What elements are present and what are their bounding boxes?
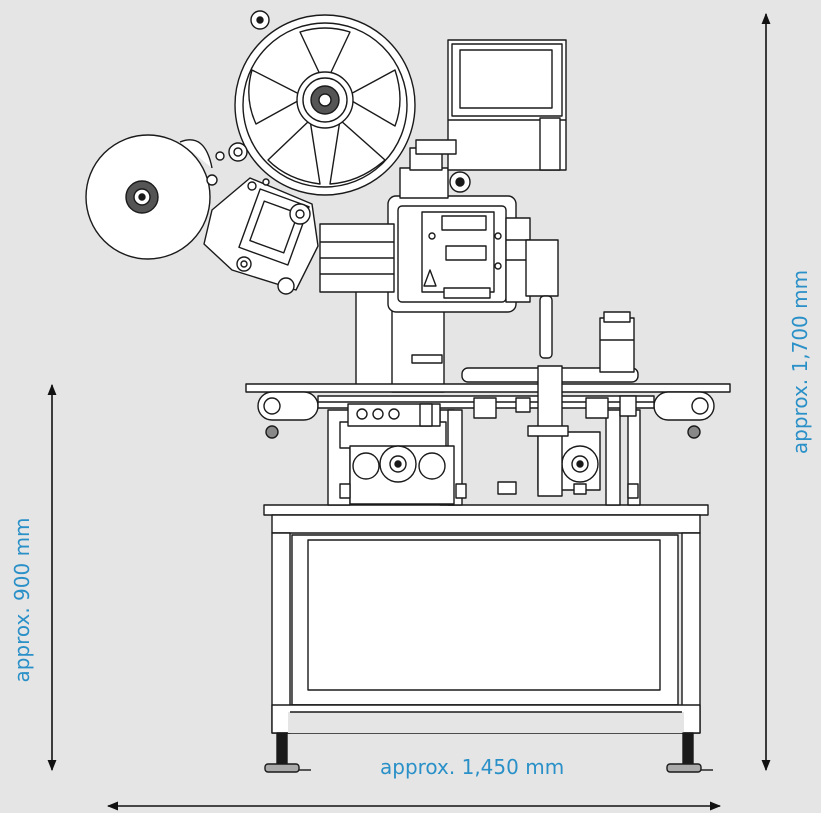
width-dimension-label: approx. 1,450 mm bbox=[380, 755, 565, 779]
vertical-column bbox=[355, 289, 395, 391]
table-height-dimension-label: approx. 900 mm bbox=[10, 517, 34, 683]
dispensing-arm bbox=[203, 177, 319, 295]
label-reel bbox=[234, 10, 457, 196]
turntable bbox=[461, 311, 639, 497]
conveyor bbox=[245, 383, 731, 439]
labeling-head bbox=[319, 147, 559, 359]
lower-frame bbox=[327, 409, 641, 506]
base-table bbox=[263, 504, 713, 773]
backing-paper-roll bbox=[85, 134, 248, 260]
total-height-dimension-label: approx. 1,700 mm bbox=[788, 269, 812, 455]
control-panel bbox=[447, 39, 567, 171]
